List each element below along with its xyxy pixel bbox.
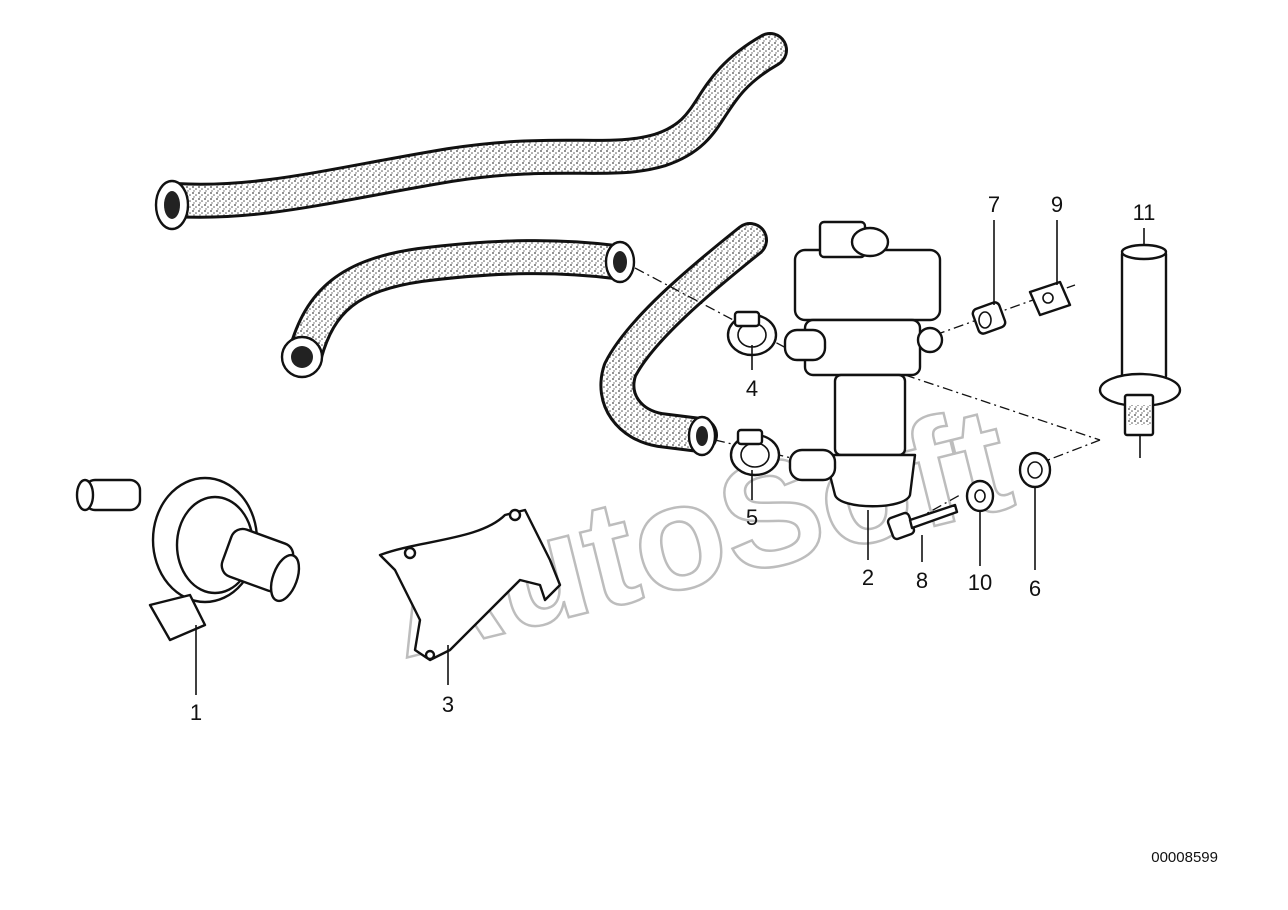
callout-9[interactable]: 9 <box>1051 192 1063 217</box>
washer-part[interactable] <box>965 479 995 513</box>
callout-5[interactable]: 5 <box>746 505 758 530</box>
clip-part[interactable] <box>1028 280 1072 317</box>
leader-lines <box>195 220 1145 695</box>
grommet-part[interactable] <box>1018 451 1052 489</box>
callout-11[interactable]: 11 <box>1133 200 1156 225</box>
callout-10[interactable]: 10 <box>968 570 992 595</box>
callout-4[interactable]: 4 <box>746 376 758 401</box>
u-shaped-hose <box>599 222 768 457</box>
diagram-id: 00008599 <box>1151 849 1218 866</box>
temperature-sensor-part[interactable] <box>1098 243 1182 458</box>
callout-8[interactable]: 8 <box>916 568 928 593</box>
callout-7[interactable]: 7 <box>988 192 1000 217</box>
middle-hose <box>280 239 636 379</box>
callout-6[interactable]: 6 <box>1029 576 1041 601</box>
water-valve-part[interactable] <box>783 220 944 508</box>
bracket-part[interactable] <box>378 508 562 662</box>
hose-clamp-upper[interactable] <box>726 310 778 357</box>
callout-3[interactable]: 3 <box>442 692 454 717</box>
callout-labels: 1 2 3 4 5 6 7 8 9 10 11 <box>190 192 1156 725</box>
callout-2[interactable]: 2 <box>862 565 874 590</box>
hose-clamp-lower[interactable] <box>729 428 781 477</box>
upper-long-hose <box>154 32 788 231</box>
callout-1[interactable]: 1 <box>190 700 202 725</box>
nut-part[interactable] <box>971 301 1007 335</box>
water-pump-part[interactable] <box>75 476 304 642</box>
screw-part[interactable] <box>886 503 959 541</box>
